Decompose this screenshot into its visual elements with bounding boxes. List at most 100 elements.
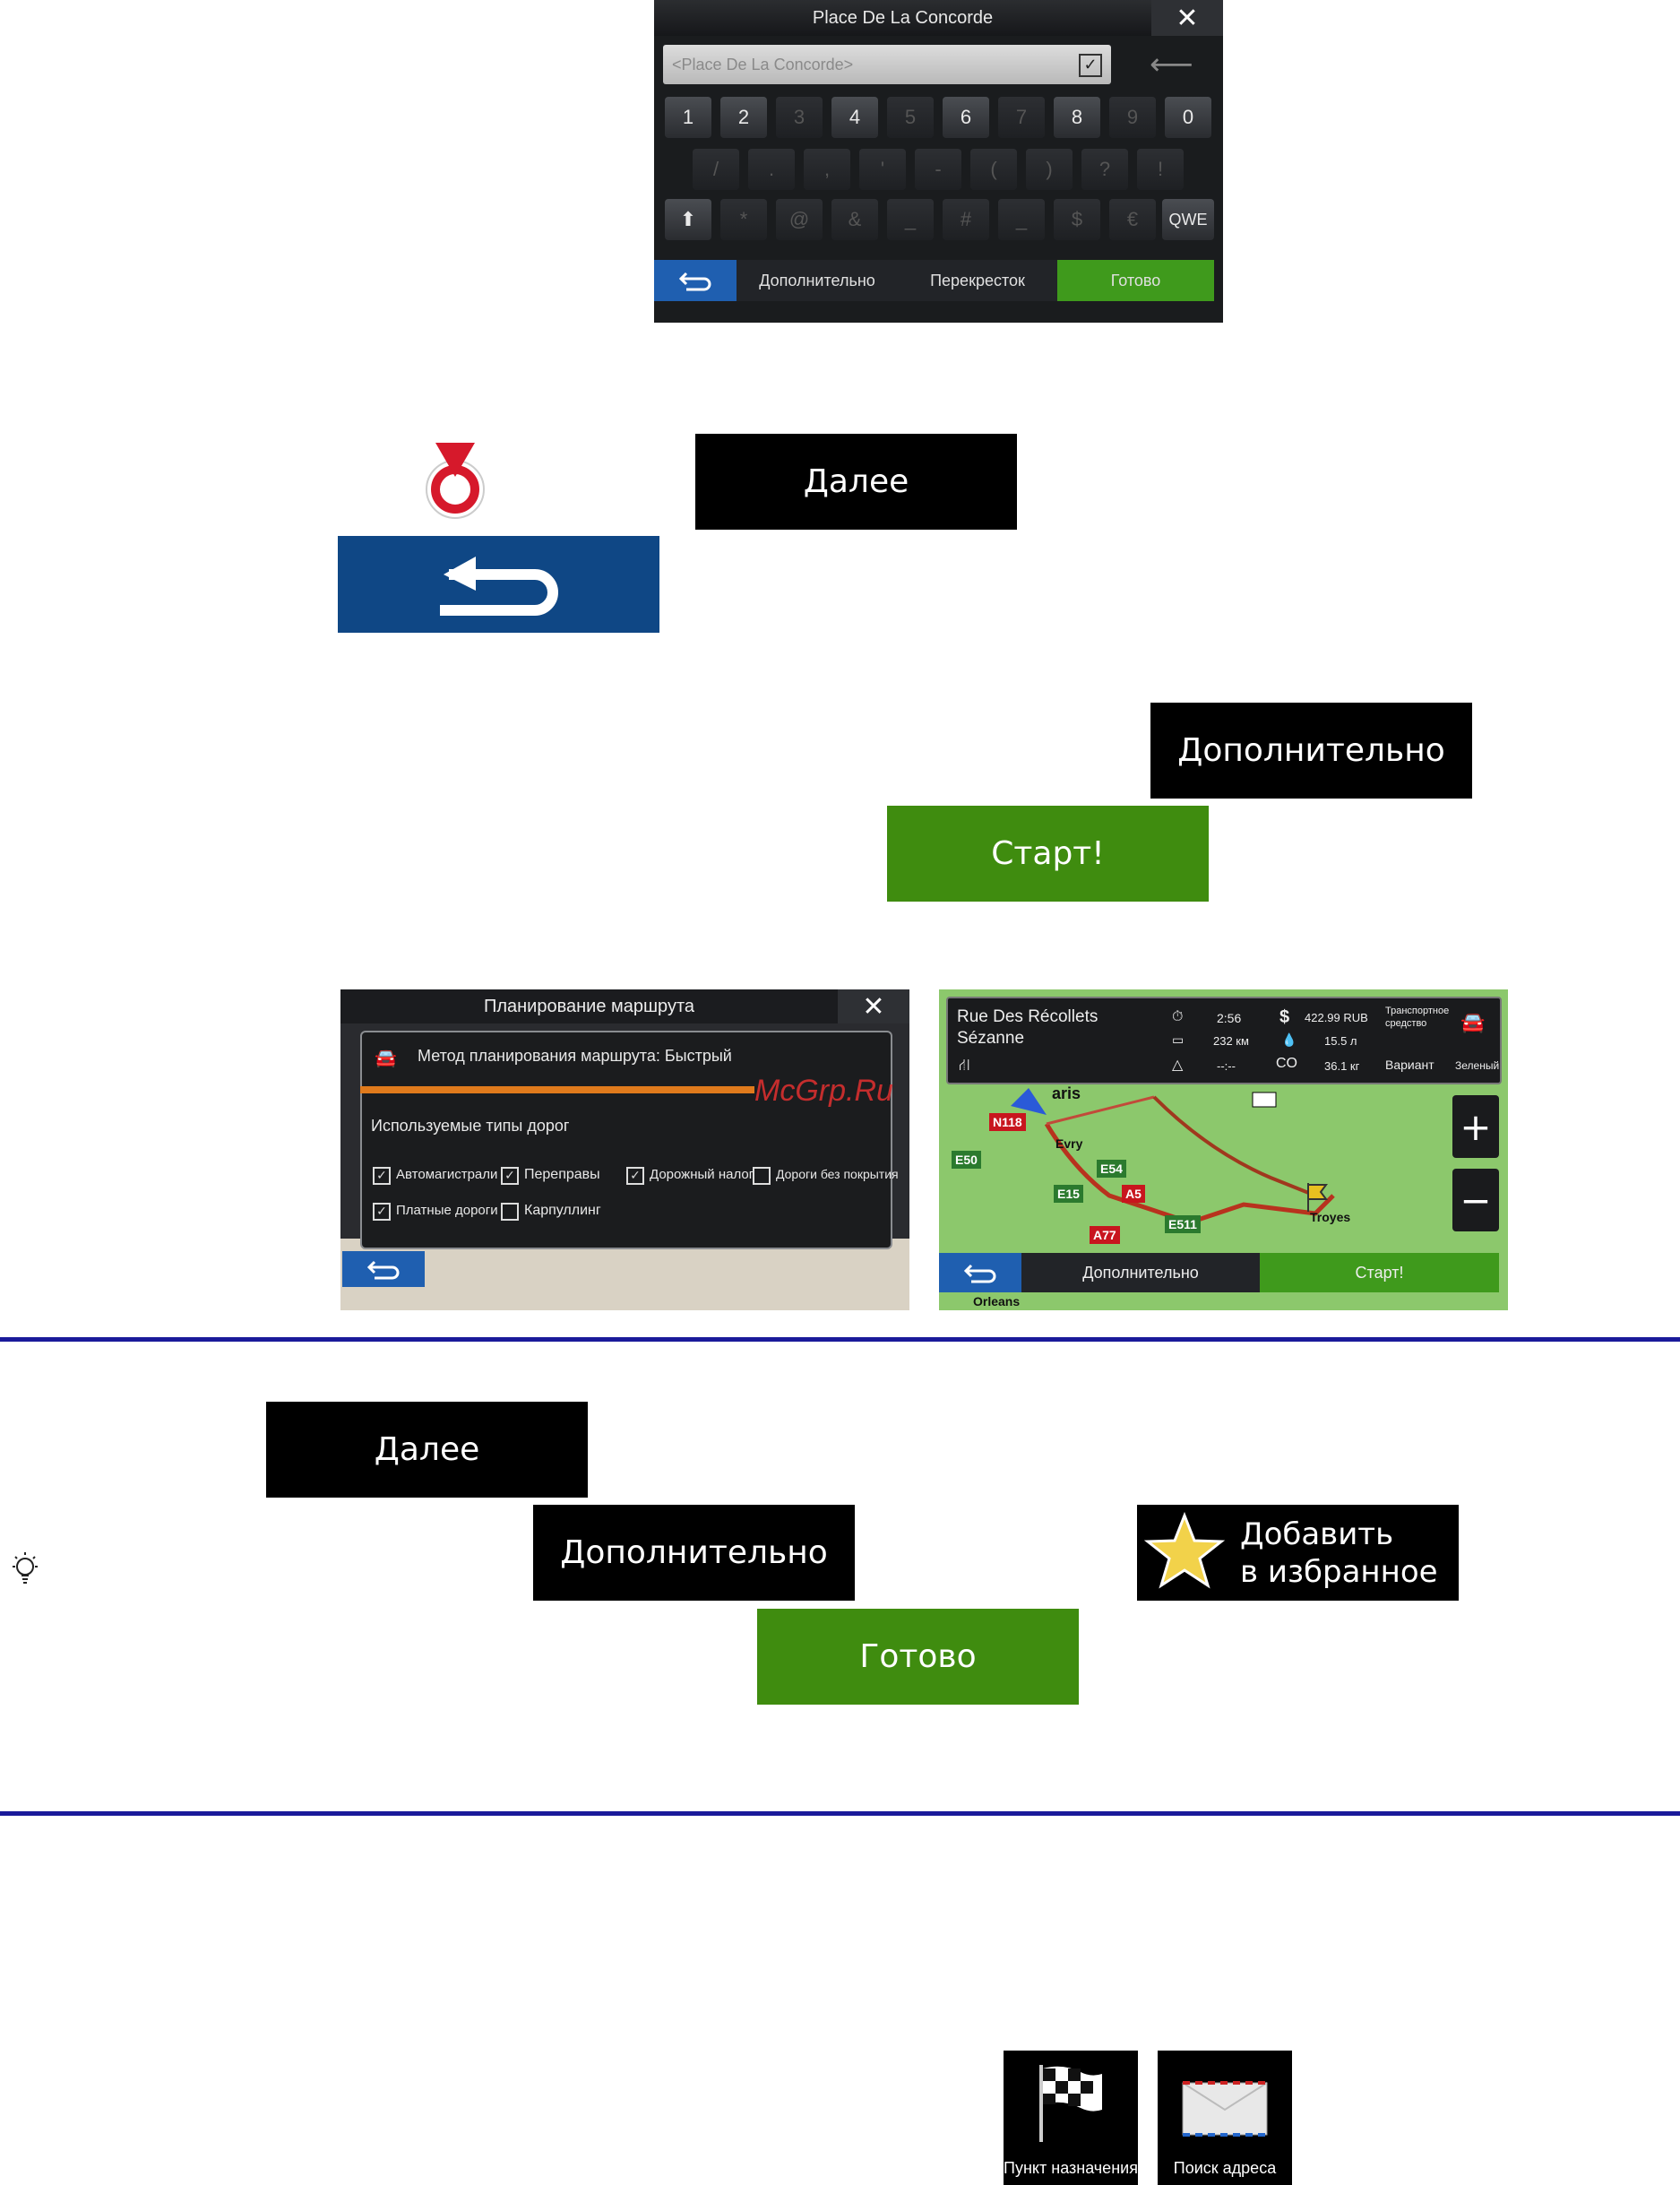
key-2[interactable]: 2 xyxy=(720,97,767,138)
road-label: N118 xyxy=(989,1113,1026,1131)
key-3[interactable]: 3 xyxy=(776,97,823,138)
key-symbol[interactable]: & xyxy=(831,199,878,240)
zoom-in-button[interactable]: + xyxy=(1452,1095,1499,1158)
checkbox-unpaved[interactable] xyxy=(753,1167,771,1185)
road-sign-icon: ⛙ xyxy=(959,1056,970,1074)
crossing-button[interactable]: Перекресток xyxy=(898,260,1057,301)
route-time: 2:56 xyxy=(1217,1011,1242,1025)
key-symbol[interactable]: _ xyxy=(887,199,934,240)
key-symbol[interactable]: ? xyxy=(1081,149,1128,190)
road-label: A77 xyxy=(1090,1226,1120,1244)
road-types-label: Используемые типы дорог xyxy=(371,1117,570,1135)
street-name: Rue Des Récollets xyxy=(957,1007,1098,1026)
map-bottom-bar: Дополнительно Старт! xyxy=(939,1253,1508,1292)
city-label: Orleans xyxy=(973,1294,1021,1308)
add-favorite-label: Добавить в избранное xyxy=(1240,1516,1438,1591)
route-distance: 232 км xyxy=(1213,1034,1249,1048)
route-delay: --:-- xyxy=(1217,1059,1236,1073)
key-symbol[interactable]: ' xyxy=(859,149,906,190)
checkbox-paid[interactable]: ✓ xyxy=(373,1203,391,1221)
distance-icon: ▭ xyxy=(1172,1032,1185,1047)
route-map-screenshot: Rue Des Récollets Sézanne ⛙ ⏱ 2:56 ▭ 232… xyxy=(939,989,1508,1310)
close-icon[interactable]: ✕ xyxy=(1151,0,1223,36)
destination-flag-icon xyxy=(1307,1183,1328,1212)
zoom-out-button[interactable]: − xyxy=(1452,1169,1499,1231)
key-symbol[interactable]: $ xyxy=(1054,199,1100,240)
add-favorite-line2: в избранное xyxy=(1240,1554,1438,1590)
key-4[interactable]: 4 xyxy=(831,97,878,138)
back-button[interactable] xyxy=(654,260,737,301)
key-1[interactable]: 1 xyxy=(665,97,711,138)
shift-key[interactable]: ⬆ xyxy=(665,199,711,240)
back-arrow-icon xyxy=(366,1260,400,1280)
destination-tile-label: Пункт назначения xyxy=(1004,2159,1138,2177)
start-button[interactable]: Старт! xyxy=(1260,1253,1499,1292)
city-label: Troyes xyxy=(1310,1210,1351,1224)
keyboard-bottom-bar: Дополнительно Перекресток Готово xyxy=(654,260,1223,301)
city-label: aris xyxy=(1052,1084,1081,1102)
key-symbol[interactable]: - xyxy=(915,149,961,190)
key-symbol[interactable]: / xyxy=(693,149,739,190)
opt-paid: Платные дороги xyxy=(396,1203,498,1218)
key-symbol[interactable]: # xyxy=(943,199,989,240)
next-button[interactable]: Далее xyxy=(695,434,1017,530)
more-button[interactable]: Дополнительно xyxy=(533,1505,855,1601)
checkbox-motorways[interactable]: ✓ xyxy=(373,1167,391,1185)
more-button[interactable]: Дополнительно xyxy=(1021,1253,1260,1292)
search-input[interactable]: <Place De La Concorde> ✓ xyxy=(663,45,1111,84)
road-label: E511 xyxy=(1165,1215,1201,1233)
add-favorite-line1: Добавить xyxy=(1240,1516,1394,1552)
key-symbol[interactable]: _ xyxy=(998,199,1045,240)
fuel-icon: 💧 xyxy=(1281,1032,1297,1047)
back-button-large[interactable] xyxy=(338,536,659,633)
add-favorite-button[interactable]: Добавить в избранное xyxy=(1137,1505,1459,1601)
warning-icon: △ xyxy=(1172,1058,1184,1073)
close-icon[interactable]: ✕ xyxy=(838,989,909,1023)
back-arrow-icon xyxy=(439,557,558,616)
more-button[interactable]: Дополнительно xyxy=(737,260,898,301)
checkbox-icon[interactable]: ✓ xyxy=(1079,54,1102,77)
key-symbol[interactable]: € xyxy=(1109,199,1156,240)
key-9[interactable]: 9 xyxy=(1109,97,1156,138)
variant-label: Вариант xyxy=(1385,1058,1434,1072)
key-symbol[interactable]: ( xyxy=(970,149,1017,190)
address-tile-label: Поиск адреса xyxy=(1173,2159,1277,2177)
watermark: McGrp.Ru xyxy=(754,1074,893,1108)
road-label: A5 xyxy=(1122,1185,1145,1203)
start-button[interactable]: Старт! xyxy=(887,806,1209,902)
back-button[interactable] xyxy=(342,1251,425,1287)
more-button[interactable]: Дополнительно xyxy=(1150,703,1472,799)
key-symbol[interactable]: * xyxy=(720,199,767,240)
road-label: E50 xyxy=(952,1151,981,1169)
opt-toll: Дорожный налог xyxy=(650,1167,754,1182)
key-symbol[interactable]: @ xyxy=(776,199,823,240)
divider xyxy=(0,1337,1680,1342)
done-button[interactable]: Готово xyxy=(1057,260,1214,301)
key-8[interactable]: 8 xyxy=(1054,97,1100,138)
opt-carpool: Карпуллинг xyxy=(524,1203,601,1218)
backspace-icon[interactable]: ⟵ xyxy=(1150,47,1193,82)
key-symbol[interactable]: ) xyxy=(1026,149,1073,190)
plan-title: Планирование маршрута xyxy=(340,989,838,1023)
checkbox-ferries[interactable]: ✓ xyxy=(501,1167,519,1185)
address-tile[interactable]: Поиск адреса xyxy=(1158,2051,1292,2185)
next-button[interactable]: Далее xyxy=(266,1402,588,1498)
qwe-key[interactable]: QWE xyxy=(1162,199,1214,240)
checkbox-carpool[interactable] xyxy=(501,1203,519,1221)
plan-panel: 🚘 Метод планирования маршрута: Быстрый И… xyxy=(360,1031,899,1249)
done-button[interactable]: Готово xyxy=(757,1609,1079,1705)
checkbox-toll[interactable]: ✓ xyxy=(626,1167,644,1185)
key-6[interactable]: 6 xyxy=(943,97,989,138)
key-7[interactable]: 7 xyxy=(998,97,1045,138)
back-button[interactable] xyxy=(939,1253,1021,1292)
key-symbol[interactable]: , xyxy=(804,149,850,190)
road-label: E15 xyxy=(1054,1185,1083,1203)
destination-tile[interactable]: Пункт назначения xyxy=(1004,2051,1138,2185)
key-symbol[interactable]: ! xyxy=(1137,149,1184,190)
opt-ferries: Переправы xyxy=(524,1167,600,1182)
key-0[interactable]: 0 xyxy=(1165,97,1211,138)
key-5[interactable]: 5 xyxy=(887,97,934,138)
opt-motorways: Автомагистрали xyxy=(396,1167,498,1182)
cost-icon: $ xyxy=(1279,1007,1290,1027)
key-symbol[interactable]: . xyxy=(748,149,795,190)
